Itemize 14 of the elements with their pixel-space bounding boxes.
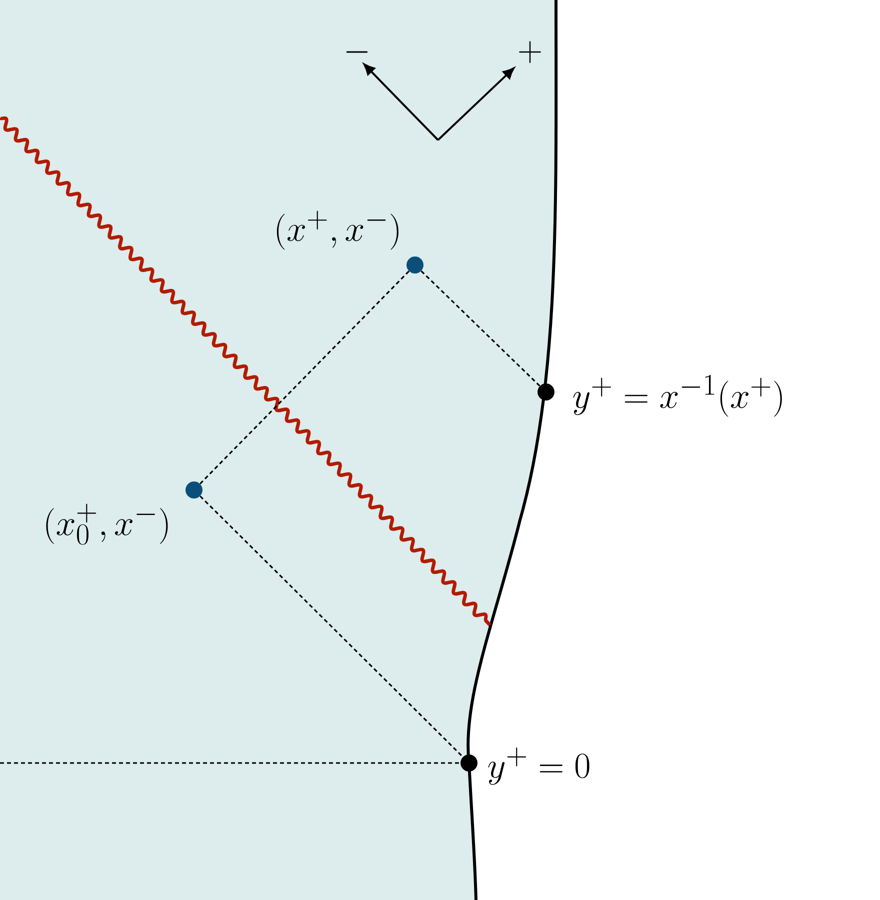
direction-label: $+$ — [519, 41, 541, 63]
point-dot — [538, 384, 554, 400]
point-label: $y^+ = x^{-1}(x^+)$ — [573, 374, 782, 417]
point-label: $(x_0^+, x^-)$ — [46, 504, 168, 545]
dashed-line — [200, 496, 464, 758]
point-dot — [460, 754, 478, 772]
direction-label: $-$ — [346, 51, 368, 53]
point-label: $y^+ = 0$ — [488, 748, 590, 785]
point-dot — [406, 256, 424, 274]
dashed-line — [200, 270, 410, 484]
dashed-line — [0, 762, 460, 764]
dashed-line — [420, 270, 540, 387]
point-label: $(x^+, x^-)$ — [276, 210, 398, 250]
point-dot — [186, 482, 202, 498]
